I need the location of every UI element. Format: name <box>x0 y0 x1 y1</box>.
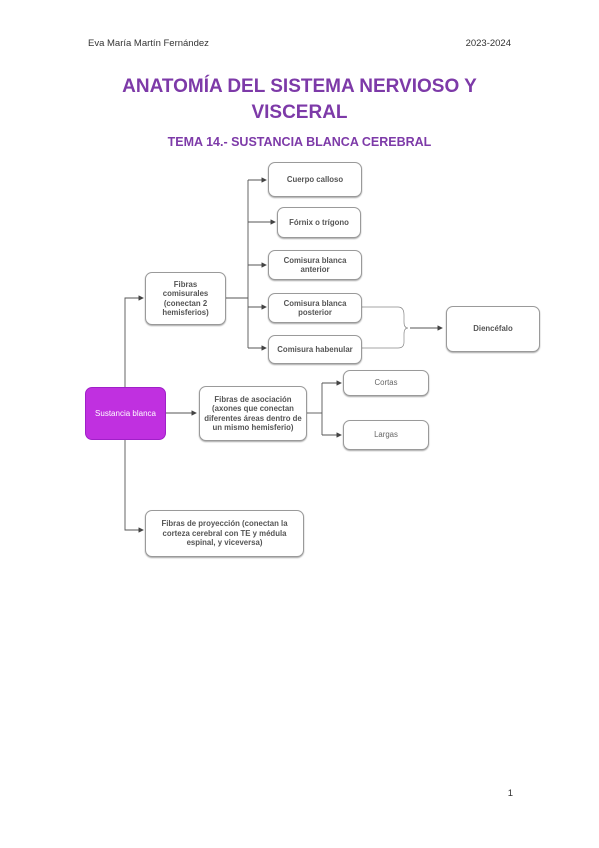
node-habenular-commissure: Comisura habenular <box>268 335 362 364</box>
document-title: ANATOMÍA DEL SISTEMA NERVIOSO Y VISCERAL <box>122 76 477 123</box>
node-short-fibers: Cortas <box>343 370 429 396</box>
document-subtitle: TEMA 14.- SUSTANCIA BLANCA CEREBRAL <box>167 135 432 149</box>
header-year: 2023-2024 <box>465 38 511 49</box>
node-corpus-callosum: Cuerpo calloso <box>268 162 362 197</box>
node-diencephalon: Diencéfalo <box>446 306 540 352</box>
node-posterior-commissure: Comisura blanca posterior <box>268 293 362 323</box>
header-author: Eva María Martín Fernández <box>88 38 209 49</box>
node-commissural-fibers: Fibras comisurales (conectan 2 hemisferi… <box>145 272 226 325</box>
node-fornix: Fórnix o trígono <box>277 207 361 238</box>
node-projection-fibers: Fibras de proyección (conectan la cortez… <box>145 510 304 557</box>
node-association-fibers: Fibras de asociación (axones que conecta… <box>199 386 307 441</box>
node-white-matter-root: Sustancia blanca <box>85 387 166 440</box>
node-anterior-commissure: Comisura blanca anterior <box>268 250 362 280</box>
page-number: 1 <box>507 788 513 799</box>
node-long-fibers: Largas <box>343 420 429 450</box>
